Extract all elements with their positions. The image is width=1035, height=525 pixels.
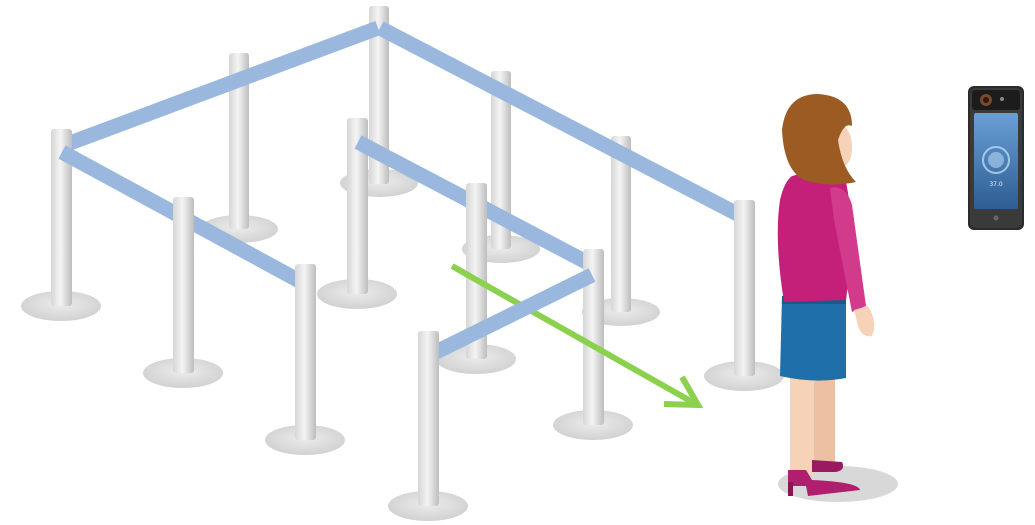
terminal-temperature-text: 37.0	[989, 181, 1003, 188]
direction-arrow-icon	[450, 263, 704, 409]
hair	[782, 94, 856, 185]
queue-belts-back	[59, 20, 749, 225]
stanchion-post	[173, 197, 194, 373]
stanchion-bases-front	[143, 344, 633, 521]
stanchion-post	[295, 264, 316, 440]
woman-figure	[777, 94, 898, 502]
stanchion-post	[611, 136, 631, 312]
stanchion-post	[491, 71, 511, 249]
stanchion-posts-back	[229, 6, 631, 312]
stanchion-post	[734, 200, 755, 376]
hand	[854, 306, 875, 337]
arm	[830, 187, 866, 312]
queue-belts-front	[432, 268, 596, 359]
stanchion-posts-front	[173, 183, 604, 440]
stanchion-posts-middle	[51, 118, 755, 376]
shoe	[812, 460, 844, 472]
stanchion-post	[51, 129, 72, 306]
stanchion-post	[466, 183, 487, 359]
stanchion-bases-middle	[21, 279, 784, 391]
stanchion-post	[229, 53, 249, 229]
skirt	[780, 296, 846, 381]
stanchion-post	[369, 6, 389, 184]
stanchion-post	[347, 118, 368, 294]
stanchion-post	[418, 331, 439, 506]
face-recognition-terminal: 37.0	[968, 86, 1024, 230]
stanchion-post	[583, 249, 604, 425]
face-scan-icon	[982, 146, 1010, 174]
shoe	[788, 470, 860, 496]
